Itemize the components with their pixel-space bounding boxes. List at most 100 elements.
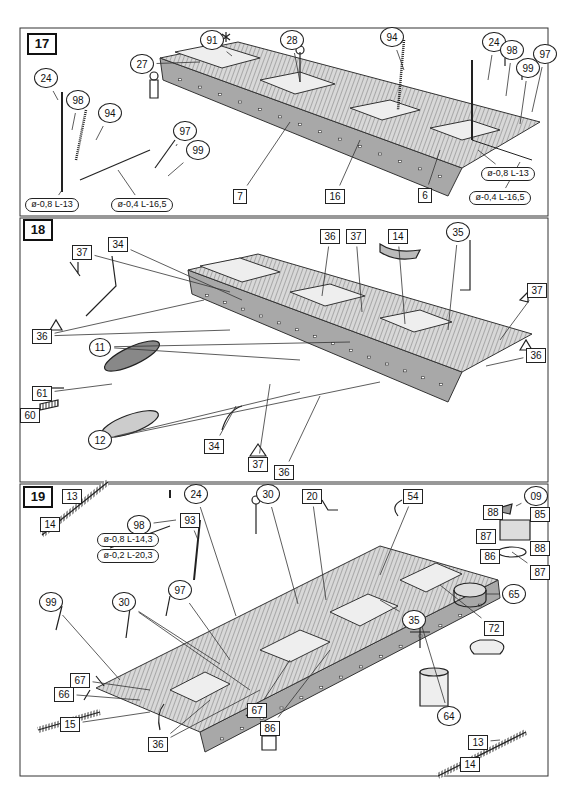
leader-line	[83, 712, 150, 722]
ship-hull	[96, 42, 540, 752]
porthole	[379, 153, 382, 155]
porthole	[340, 676, 343, 678]
part-callout-circle: 28	[280, 30, 303, 50]
callout-number: 6	[422, 190, 428, 201]
part-callout-box: 15	[60, 717, 79, 732]
callout-number: 12	[94, 435, 105, 446]
part-callout-box: 72	[484, 621, 503, 636]
leader-line	[440, 585, 481, 618]
part-callout-box: 36	[32, 329, 51, 344]
callout-number: 24	[190, 489, 201, 500]
part-callout-circle: 27	[130, 54, 153, 74]
porthole	[422, 377, 425, 379]
step-number-box: 18	[23, 219, 53, 241]
callout-number: 85	[534, 509, 545, 520]
part-callout-circle: 30	[256, 484, 279, 504]
dimension-text: ø-0,2 L-20,3	[103, 551, 152, 561]
leader-line	[139, 611, 220, 664]
porthole	[299, 123, 302, 125]
callout-number: 36	[152, 739, 163, 750]
callout-number: 36	[324, 231, 335, 242]
part-callout-box: 67	[70, 673, 89, 688]
callout-number: 11	[95, 342, 105, 353]
leader-line	[170, 700, 210, 734]
callout-number: 7	[237, 191, 243, 202]
leader-line	[313, 507, 326, 601]
porthole	[320, 686, 323, 688]
step-number: 18	[31, 223, 45, 237]
wire-size-label: ø-0,4 L-16,5	[111, 198, 172, 212]
callout-number: 67	[74, 675, 85, 686]
part-callout-box: 34	[204, 439, 223, 454]
leader-line	[520, 81, 526, 124]
part-callout-box: 34	[108, 237, 127, 252]
leader-line	[55, 330, 230, 336]
callout-number: 61	[36, 388, 47, 399]
porthole	[379, 656, 382, 658]
porthole	[459, 614, 462, 616]
leader-line	[483, 752, 486, 755]
leader-line	[200, 507, 236, 616]
part-callout-box: 37	[72, 245, 91, 260]
leader-line	[380, 600, 399, 611]
dimension-text: ø-0,8 L-13	[487, 169, 529, 179]
callout-number: 27	[136, 59, 147, 70]
leader-line	[194, 531, 198, 541]
porthole	[439, 625, 442, 627]
callout-number: 64	[443, 711, 454, 722]
part-callout-box: 36	[526, 348, 545, 363]
porthole	[296, 329, 299, 331]
leader-line	[380, 507, 409, 576]
porthole	[350, 349, 353, 351]
callout-number: 67	[251, 705, 262, 716]
porthole	[220, 738, 223, 740]
part-callout-box: 60	[20, 408, 39, 423]
callout-number: 35	[408, 615, 419, 626]
leader-line	[420, 620, 445, 703]
leader-line	[95, 255, 230, 292]
callout-number: 15	[64, 719, 75, 730]
part-callout-circle: 30	[112, 592, 135, 612]
leader-line	[516, 503, 521, 506]
part-callout-box: 13	[468, 735, 487, 750]
leader-line	[157, 62, 200, 63]
callout-number: 37	[76, 247, 87, 258]
part-callout-box: 86	[260, 721, 279, 736]
part-callout-circle: 12	[88, 430, 111, 450]
callout-number: 94	[104, 108, 115, 119]
callout-number: 30	[262, 489, 273, 500]
callout-number: 24	[488, 37, 499, 48]
part-callout-box: 14	[460, 757, 479, 772]
part-callout-circle: 94	[380, 27, 403, 47]
leader-line	[59, 190, 62, 195]
dimension-text: ø-0,4 L-16,5	[117, 200, 166, 210]
dimension-text: ø-0,8 L-13	[31, 200, 73, 210]
porthole	[224, 301, 227, 303]
leader-line	[55, 300, 204, 333]
part-callout-box: 16	[325, 189, 344, 204]
callout-number: 37	[350, 231, 361, 242]
wire-size-label: ø-0,8 L-14,3	[97, 533, 158, 547]
callout-number: 94	[386, 32, 397, 43]
leader-line	[72, 113, 75, 130]
porthole	[404, 370, 407, 372]
leader-line	[227, 52, 232, 56]
callout-number: 16	[329, 191, 340, 202]
leader-line	[399, 247, 405, 325]
callout-number: 97	[174, 585, 185, 596]
porthole	[279, 116, 282, 118]
wire-size-label: ø-0,2 L-20,3	[97, 549, 158, 563]
leader-line	[322, 247, 329, 297]
step-number: 19	[31, 490, 45, 504]
callout-number: 09	[530, 491, 541, 502]
callout-number: 66	[58, 689, 69, 700]
step-panel	[20, 28, 548, 776]
part-callout-circle: 98	[66, 90, 89, 110]
callout-number: 24	[40, 73, 51, 84]
part-callout-box: 7	[233, 189, 247, 204]
leader-line	[220, 406, 236, 436]
callout-number: 34	[112, 239, 123, 250]
porthole	[359, 146, 362, 148]
leader-line	[512, 552, 527, 563]
leader-line	[448, 245, 457, 330]
